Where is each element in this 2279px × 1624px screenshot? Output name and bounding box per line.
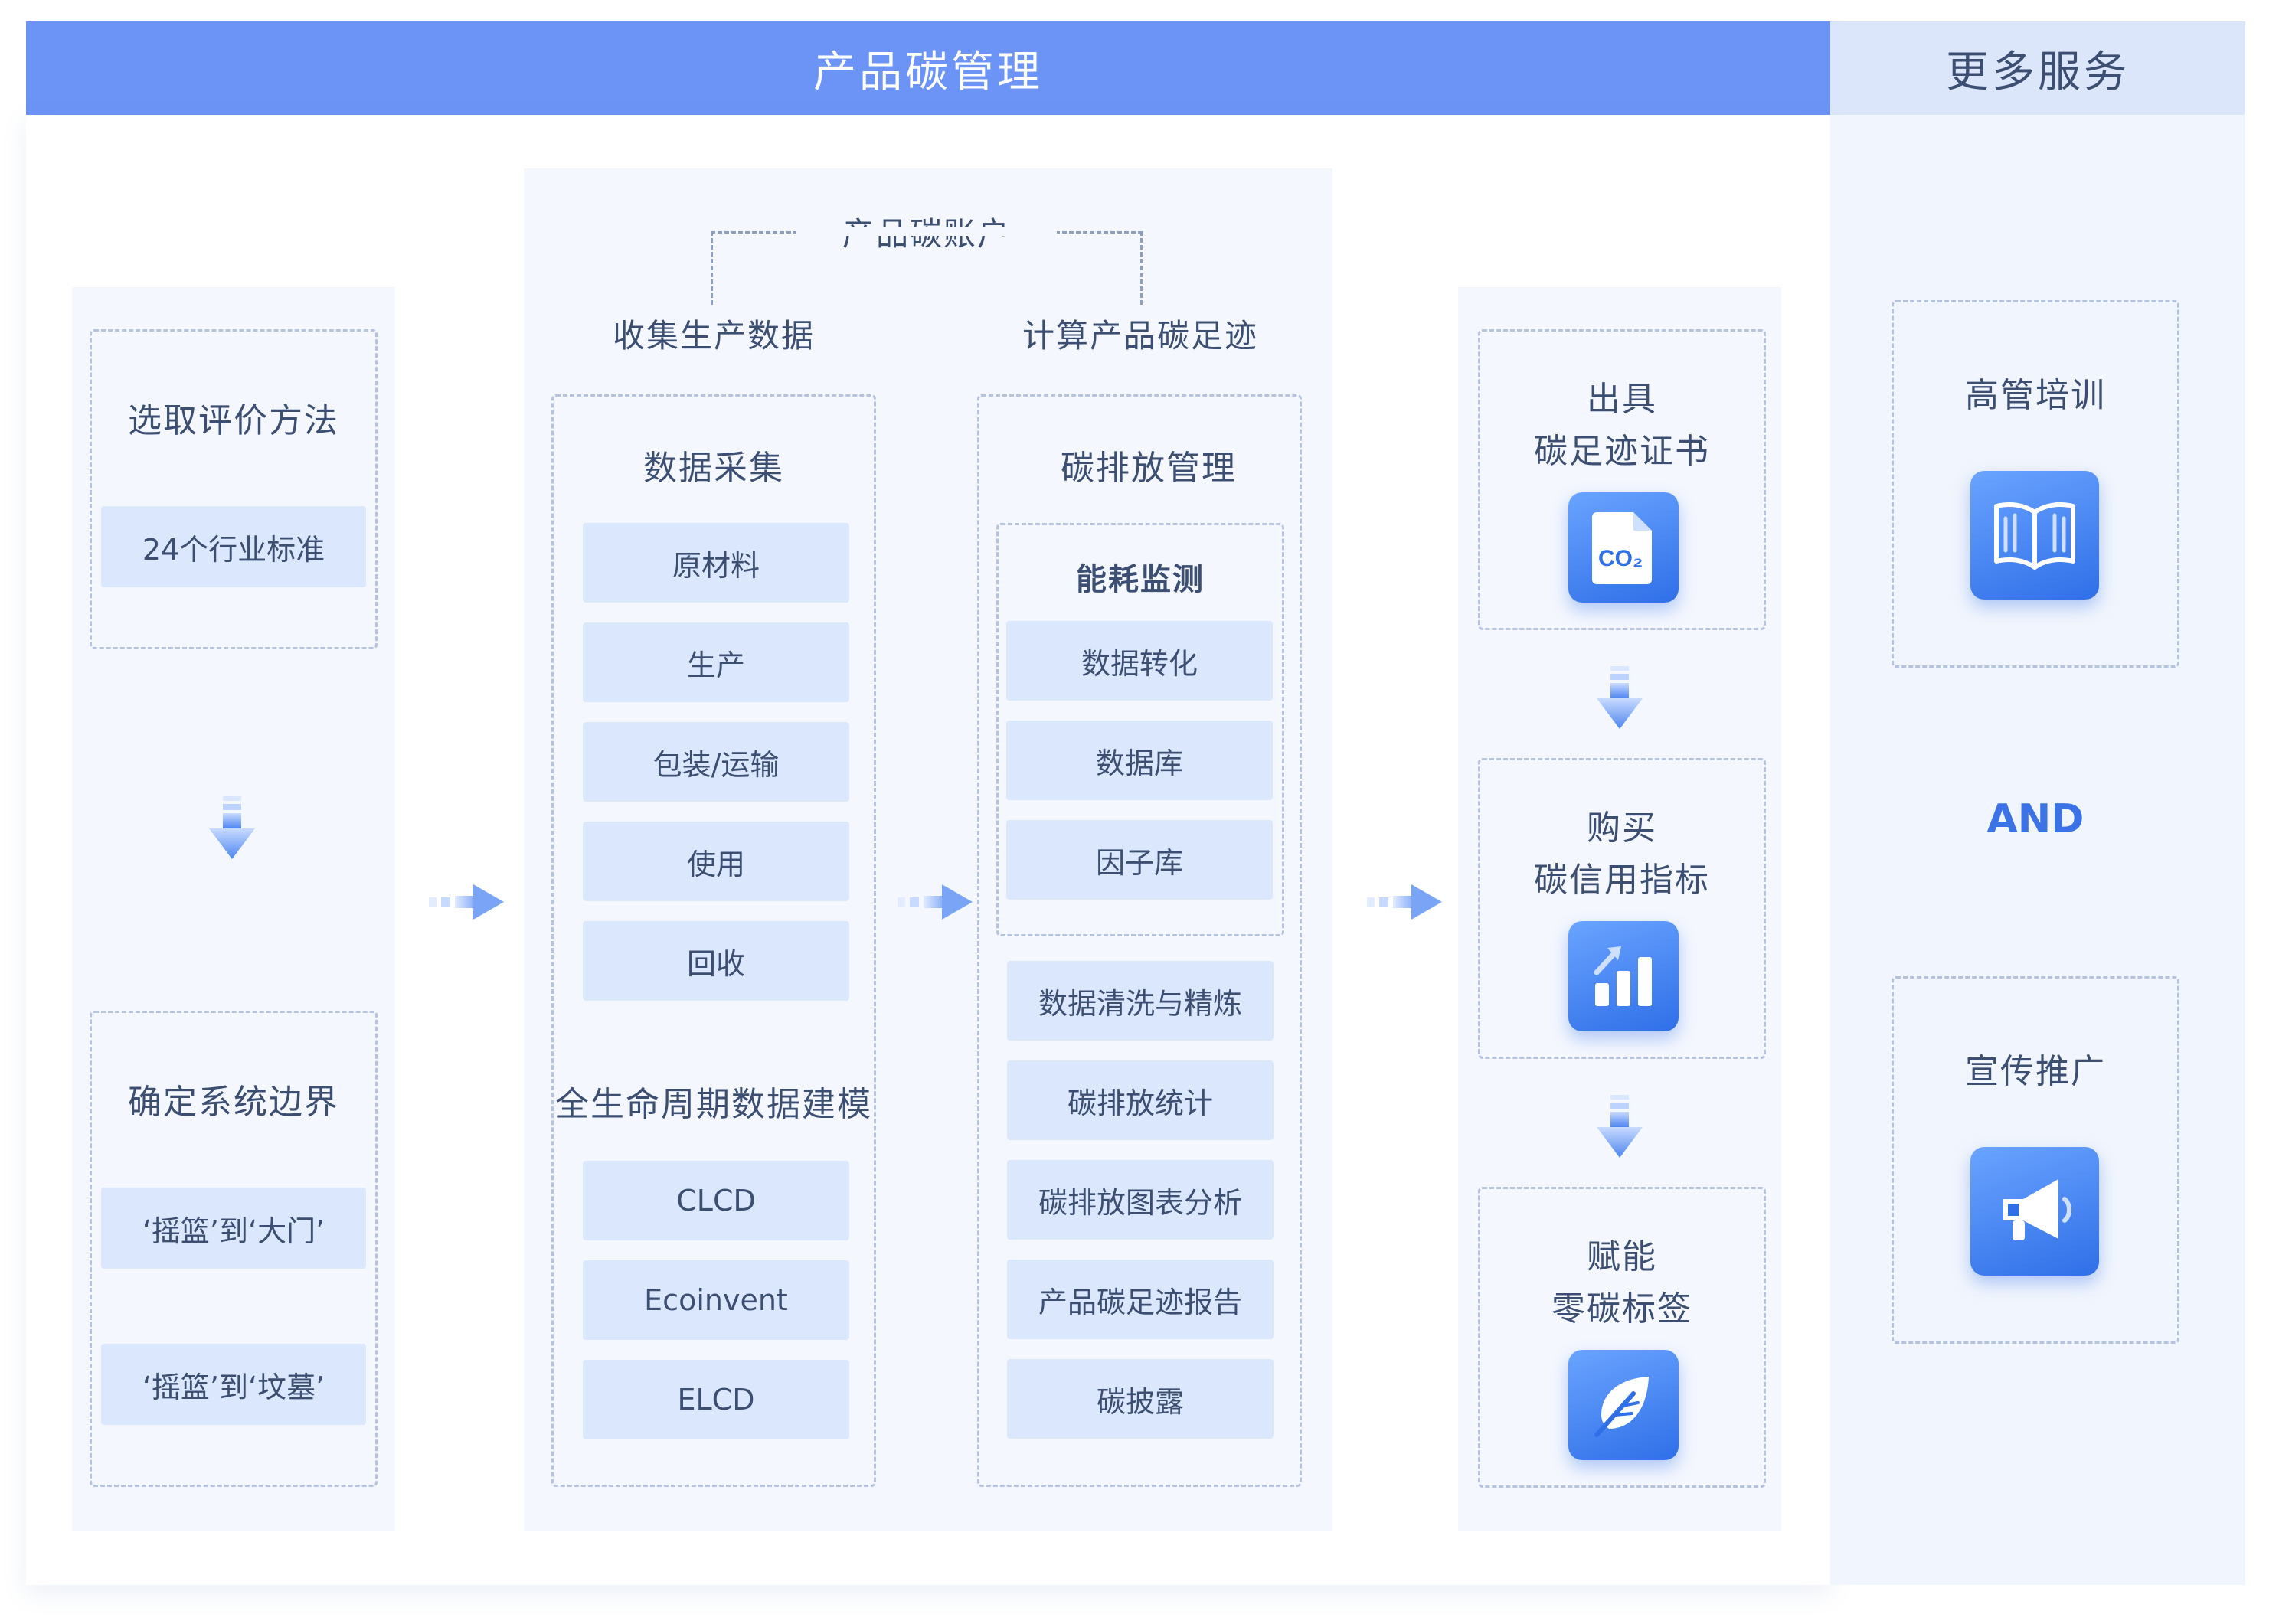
item-data-conversion: 数据转化 [1006,621,1273,701]
box-promotion: 宣传推广 [1892,976,2179,1344]
item-ecoinvent: Ecoinvent [583,1260,849,1340]
arrow-right-icon [1367,884,1442,920]
collect-data-heading: 收集生产数据 [612,317,815,355]
leaf-icon [1568,1350,1679,1460]
box-title: 宣传推广 [1965,1052,2106,1091]
item-emission-statistics: 碳排放统计 [1007,1060,1274,1140]
box-certificate: 出具 碳足迹证书 CO₂ [1478,329,1766,630]
item-industry-standards: 24个行业标准 [101,506,366,587]
arrow-down-icon [1597,1095,1643,1158]
box-zero-carbon-label: 赋能 零碳标签 [1478,1187,1766,1488]
item-cradle-to-gate: ‘摇篮’到‘大门’ [101,1188,366,1269]
box-title: 确定系统边界 [128,1083,339,1122]
arrow-down-icon [1597,666,1643,729]
item-footprint-report: 产品碳足迹报告 [1007,1260,1274,1339]
box-title-line1: 赋能 [1587,1237,1657,1276]
section-energy-monitoring: 能耗监测 [1076,562,1205,597]
arrow-right-icon [898,884,973,920]
item-use: 使用 [583,822,849,901]
calc-footprint-heading: 计算产品碳足迹 [1022,317,1258,355]
box-title-line1: 出具 [1587,380,1657,419]
and-label: AND [1986,796,2084,842]
box-carbon-credit: 购买 碳信用指标 [1478,758,1766,1059]
box-title: 高管培训 [1965,376,2106,415]
connector-gap [796,227,1057,236]
box-data-collection: 数据采集 原材料 生产 包装/运输 使用 回收 全生命周期数据建模 CLCD E… [551,394,876,1487]
book-icon [1970,471,2099,600]
co2-label: CO₂ [1598,546,1643,571]
box-system-boundary: 确定系统边界 ‘摇篮’到‘大门’ ‘摇篮’到‘坟墓’ [90,1011,378,1487]
box-energy-monitoring: 能耗监测 数据转化 数据库 因子库 [996,523,1284,936]
box-emission-management: 碳排放管理 能耗监测 数据转化 数据库 因子库 数据清洗与精炼 碳排放统计 碳排… [977,394,1302,1487]
arrow-right-icon [429,884,504,920]
item-carbon-disclosure: 碳披露 [1007,1359,1274,1439]
item-production: 生产 [583,622,849,702]
bar-chart-icon [1568,921,1679,1031]
section-emission-management: 碳排放管理 [1061,449,1237,488]
item-data-cleaning: 数据清洗与精炼 [1007,961,1274,1041]
box-title: 选取评价方法 [128,401,339,440]
item-clcd: CLCD [583,1161,849,1240]
box-title-line2: 零碳标签 [1551,1289,1692,1328]
item-packaging-transport: 包装/运输 [583,722,849,802]
item-factor-library: 因子库 [1006,820,1273,900]
section-data-collection: 数据采集 [643,449,784,488]
box-title-line2: 碳信用指标 [1534,861,1710,900]
item-recycling: 回收 [583,921,849,1001]
box-title-line1: 购买 [1587,809,1657,848]
section-lifecycle-modeling: 全生命周期数据建模 [555,1085,872,1124]
header-product-carbon-management: 产品碳管理 [26,21,1830,115]
item-elcd: ELCD [583,1360,849,1439]
box-select-method: 选取评价方法 24个行业标准 [90,329,378,649]
co2-document-icon: CO₂ [1568,492,1679,603]
account-connector [711,231,1143,305]
arrow-down-icon [209,796,255,859]
box-title-line2: 碳足迹证书 [1534,432,1710,471]
box-executive-training: 高管培训 [1892,300,2179,668]
header-more-services: 更多服务 [1830,21,2245,115]
column-method [72,287,395,1531]
item-cradle-to-grave: ‘摇篮’到‘坟墓’ [101,1344,366,1425]
item-emission-chart-analysis: 碳排放图表分析 [1007,1160,1274,1240]
item-database: 数据库 [1006,721,1273,800]
megaphone-icon [1970,1147,2099,1276]
item-raw-materials: 原材料 [583,523,849,603]
